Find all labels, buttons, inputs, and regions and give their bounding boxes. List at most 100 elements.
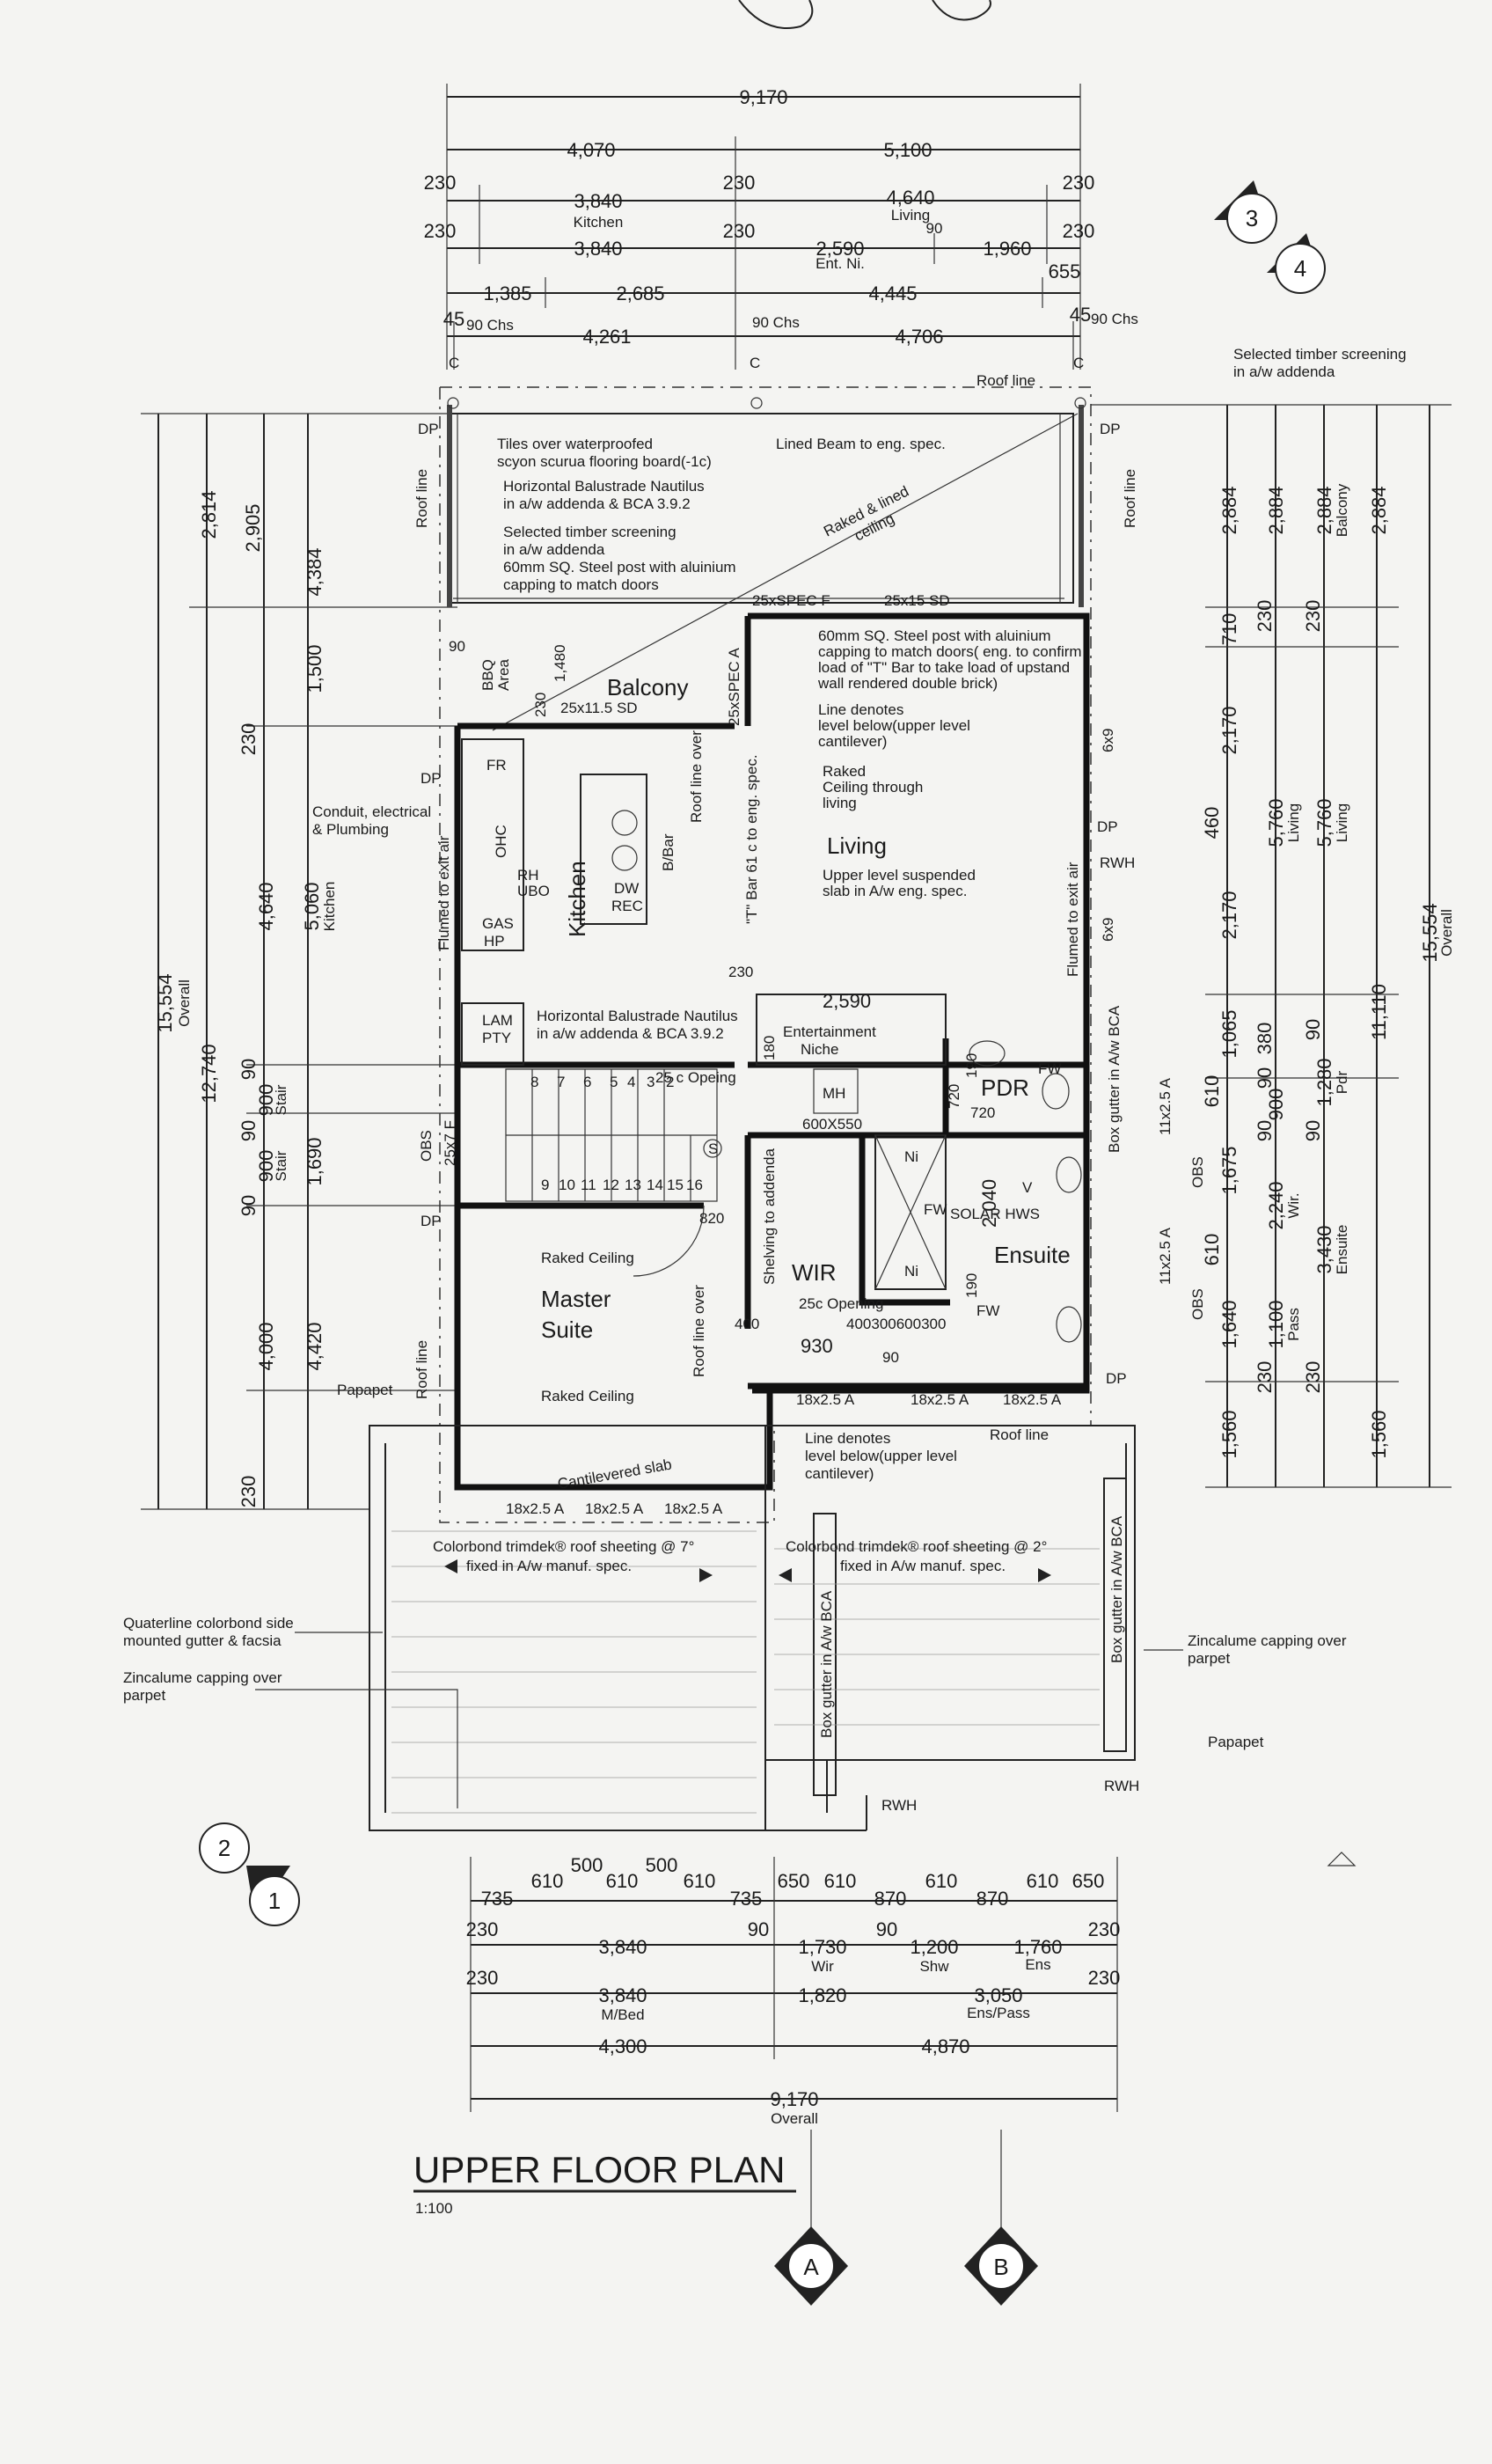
- svg-text:Horizontal Balustrade Nautilus: Horizontal Balustrade Nautilus: [503, 478, 705, 495]
- svg-text:2,590: 2,590: [823, 990, 871, 1012]
- svg-text:400300600300: 400300600300: [846, 1316, 946, 1332]
- svg-text:C: C: [750, 355, 760, 371]
- svg-text:4,640: 4,640: [886, 187, 934, 209]
- svg-text:5,100: 5,100: [883, 139, 932, 161]
- svg-text:DP: DP: [1100, 421, 1121, 437]
- svg-text:2,814: 2,814: [198, 490, 220, 539]
- svg-text:DW: DW: [614, 880, 639, 897]
- svg-text:25x7 F: 25x7 F: [442, 1120, 458, 1166]
- svg-text:610: 610: [684, 1870, 716, 1892]
- svg-text:610: 610: [606, 1870, 639, 1892]
- top-marker-arc: [738, 0, 814, 29]
- svg-text:12,740: 12,740: [198, 1044, 220, 1103]
- svg-text:90: 90: [1254, 1120, 1276, 1141]
- svg-text:mounted gutter & facsia: mounted gutter & facsia: [123, 1632, 282, 1649]
- svg-text:230: 230: [424, 172, 457, 194]
- svg-text:230: 230: [728, 964, 753, 980]
- svg-text:4,706: 4,706: [895, 326, 943, 348]
- svg-text:Stair: Stair: [273, 1084, 289, 1115]
- svg-text:1,280: 1,280: [1313, 1058, 1335, 1106]
- svg-text:655: 655: [1049, 260, 1081, 282]
- svg-text:4,300: 4,300: [598, 2035, 647, 2057]
- svg-text:90 Chs: 90 Chs: [1091, 311, 1138, 327]
- svg-text:RWH: RWH: [881, 1797, 917, 1814]
- svg-text:1,820: 1,820: [798, 1984, 846, 2006]
- svg-text:25xSPEC A: 25xSPEC A: [726, 648, 742, 726]
- svg-text:11: 11: [581, 1177, 596, 1193]
- svg-text:LAM: LAM: [482, 1012, 513, 1029]
- svg-text:15,554: 15,554: [154, 973, 176, 1032]
- svg-text:parpet: parpet: [123, 1687, 165, 1704]
- room-ensuite: Ensuite: [994, 1242, 1071, 1268]
- svg-text:500: 500: [646, 1854, 678, 1876]
- svg-text:Wir.: Wir.: [1285, 1192, 1302, 1218]
- svg-text:Overall: Overall: [771, 2110, 818, 2127]
- svg-text:3,430: 3,430: [1313, 1225, 1335, 1273]
- svg-text:90 Chs: 90 Chs: [466, 317, 514, 334]
- svg-text:2,170: 2,170: [1218, 706, 1240, 754]
- svg-text:2,905: 2,905: [242, 503, 264, 552]
- svg-text:4,261: 4,261: [582, 326, 631, 348]
- svg-text:18x2.5 A: 18x2.5 A: [585, 1500, 644, 1517]
- svg-text:230: 230: [1302, 600, 1324, 633]
- svg-text:4,445: 4,445: [868, 282, 917, 304]
- svg-text:18x2.5 A: 18x2.5 A: [506, 1500, 565, 1517]
- svg-text:1: 1: [268, 1888, 281, 1914]
- svg-text:level below(upper level: level below(upper level: [818, 717, 970, 734]
- svg-text:Flumed to exit air: Flumed to exit air: [435, 835, 452, 950]
- svg-text:3,050: 3,050: [974, 1984, 1022, 2006]
- svg-text:1,675: 1,675: [1218, 1146, 1240, 1194]
- svg-text:2,685: 2,685: [616, 282, 664, 304]
- svg-text:Tiles over waterproofed: Tiles over waterproofed: [497, 436, 653, 452]
- svg-text:11x2.5 A: 11x2.5 A: [1157, 1227, 1174, 1285]
- svg-text:90: 90: [876, 1918, 897, 1940]
- svg-text:25 c Opeing: 25 c Opeing: [655, 1069, 736, 1086]
- svg-text:6x9: 6x9: [1100, 918, 1116, 942]
- svg-text:BBQ: BBQ: [479, 659, 496, 691]
- svg-text:90: 90: [238, 1120, 260, 1141]
- svg-text:90: 90: [1302, 1120, 1324, 1141]
- svg-text:RWH: RWH: [1100, 854, 1135, 871]
- svg-text:2,884: 2,884: [1368, 486, 1390, 534]
- svg-text:Colorbond trimdek® roof sheeti: Colorbond trimdek® roof sheeting @ 2°: [786, 1538, 1047, 1555]
- svg-text:18x2.5 A: 18x2.5 A: [911, 1391, 969, 1408]
- svg-text:Zincalume capping over: Zincalume capping over: [123, 1669, 282, 1686]
- svg-text:Box gutter in A/w BCA: Box gutter in A/w BCA: [1106, 1005, 1123, 1153]
- room-kitchen: Kitchen: [564, 861, 590, 937]
- svg-text:7: 7: [557, 1074, 565, 1090]
- svg-text:level below(upper level: level below(upper level: [805, 1448, 957, 1464]
- page-title: UPPER FLOOR PLAN: [413, 2149, 785, 2190]
- svg-text:90: 90: [238, 1059, 260, 1080]
- svg-text:1,065: 1,065: [1218, 1009, 1240, 1058]
- svg-text:OBS: OBS: [1189, 1156, 1206, 1188]
- svg-text:FR: FR: [486, 757, 507, 774]
- svg-text:1,640: 1,640: [1218, 1300, 1240, 1348]
- svg-text:10: 10: [559, 1177, 575, 1193]
- svg-text:V: V: [1022, 1179, 1033, 1196]
- svg-text:Upper level suspended: Upper level suspended: [823, 867, 976, 884]
- svg-text:Quaterline colorbond side: Quaterline colorbond side: [123, 1615, 294, 1632]
- svg-text:930: 930: [801, 1335, 833, 1357]
- svg-text:230: 230: [1254, 600, 1276, 633]
- svg-text:Roof line: Roof line: [976, 372, 1035, 389]
- svg-text:1,690: 1,690: [304, 1137, 325, 1185]
- svg-text:400: 400: [735, 1316, 759, 1332]
- svg-text:5,760: 5,760: [1313, 798, 1335, 847]
- svg-text:2,884: 2,884: [1218, 486, 1240, 534]
- svg-text:900: 900: [1265, 1089, 1287, 1121]
- svg-text:735: 735: [730, 1888, 763, 1910]
- svg-text:DP: DP: [1097, 818, 1118, 835]
- svg-text:Zincalume capping over: Zincalume capping over: [1188, 1632, 1347, 1649]
- north-triangle: [1327, 1852, 1357, 1866]
- svg-text:610: 610: [824, 1870, 857, 1892]
- roof-sheeting-hatch: [391, 1530, 1100, 1814]
- svg-text:Roof line over: Roof line over: [691, 1285, 707, 1377]
- svg-text:230: 230: [238, 1476, 260, 1508]
- svg-text:6: 6: [583, 1074, 591, 1090]
- svg-text:slab in A/w eng. spec.: slab in A/w eng. spec.: [823, 883, 967, 899]
- svg-text:cantilever): cantilever): [818, 733, 887, 750]
- svg-text:Papapet: Papapet: [337, 1382, 393, 1398]
- svg-text:90: 90: [1254, 1067, 1276, 1089]
- svg-text:230: 230: [466, 1967, 499, 1989]
- svg-text:capping to match doors( eng. t: capping to match doors( eng. to confirm: [818, 643, 1082, 660]
